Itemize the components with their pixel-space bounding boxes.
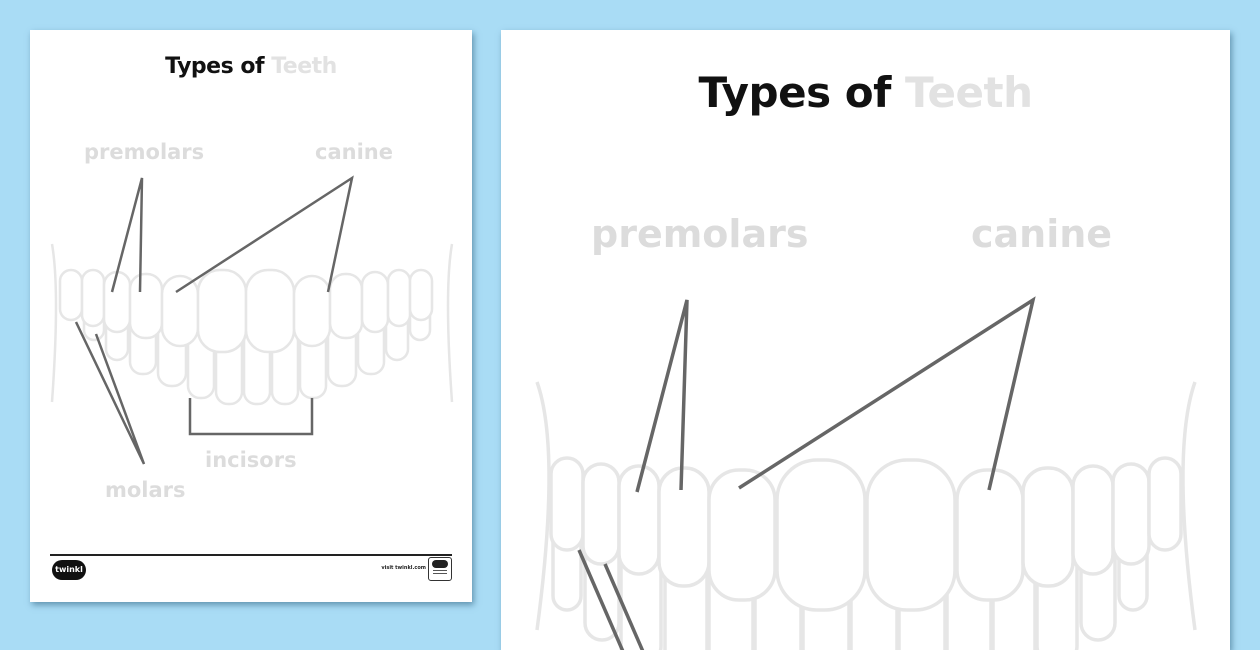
worksheet-title-large: Types of Teeth <box>501 68 1230 117</box>
teeth-diagram-large <box>535 296 1197 650</box>
label-incisors: incisors <box>205 448 297 472</box>
label-premolars-large: premolars <box>591 212 809 256</box>
visit-link-text: visit twinkl.com <box>381 565 426 571</box>
label-canine-large: canine <box>971 212 1113 256</box>
label-premolars: premolars <box>84 140 205 164</box>
title-dark-text-large: Types of <box>698 68 892 117</box>
title-dark-text: Types of <box>165 54 265 79</box>
worksheet-title: Types of Teeth <box>30 54 472 79</box>
label-canine: canine <box>315 140 393 164</box>
worksheet-preview-large: Types of Teeth premolars canine <box>501 30 1230 650</box>
badge-check-icon <box>433 570 447 571</box>
twinkl-quality-badge-icon <box>428 557 452 581</box>
label-molars: molars <box>105 478 186 502</box>
title-light-text-large: Teeth <box>904 68 1033 117</box>
title-light-text: Teeth <box>271 54 337 79</box>
twinkl-logo: twinkl <box>52 560 86 580</box>
footer-divider <box>50 554 452 556</box>
worksheet-preview-small: Types of Teeth premolars canine incisors… <box>30 30 472 602</box>
teeth-diagram <box>50 175 454 465</box>
badge-cloud-icon <box>432 560 448 568</box>
